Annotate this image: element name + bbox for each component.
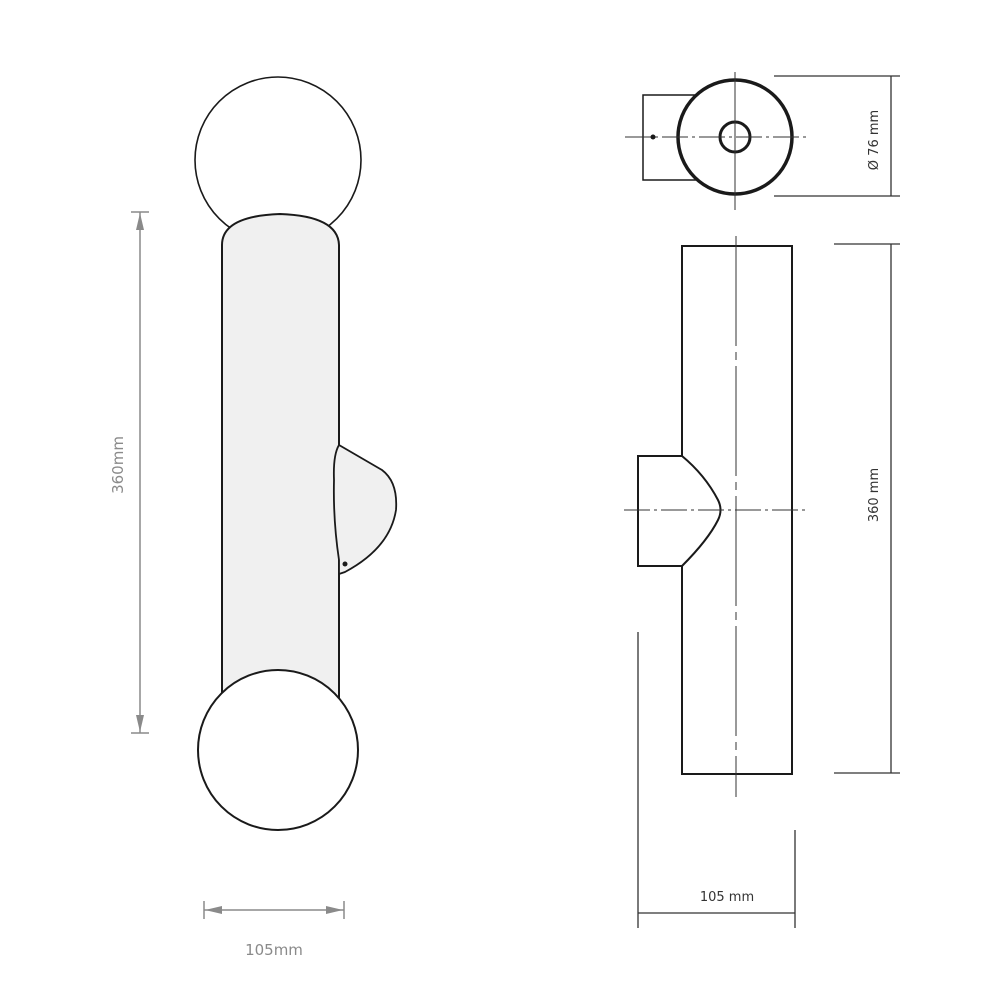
front-view: 360mm 105mm <box>109 76 398 959</box>
side-width-label: 105 mm <box>700 890 754 905</box>
side-height-label: 360 mm <box>867 468 882 522</box>
top-view: Ø 76 mm <box>625 72 900 210</box>
side-wall-bracket <box>637 455 722 567</box>
side-height-dimension <box>834 243 900 774</box>
diameter-label: Ø 76 mm <box>867 110 882 170</box>
front-height-label: 360mm <box>109 436 127 494</box>
front-width-dimension <box>203 901 345 919</box>
tube-body <box>221 212 340 701</box>
side-view: 360 mm 105 mm <box>624 236 900 928</box>
bottom-globe-shade <box>197 669 359 831</box>
side-width-dimension <box>637 632 796 928</box>
bracket-screw-dot <box>342 561 348 567</box>
front-height-dimension <box>131 211 149 734</box>
front-width-label: 105mm <box>245 941 303 959</box>
diameter-dimension <box>774 75 900 197</box>
top-bracket-dot <box>650 134 656 140</box>
wall-bracket <box>332 443 398 576</box>
